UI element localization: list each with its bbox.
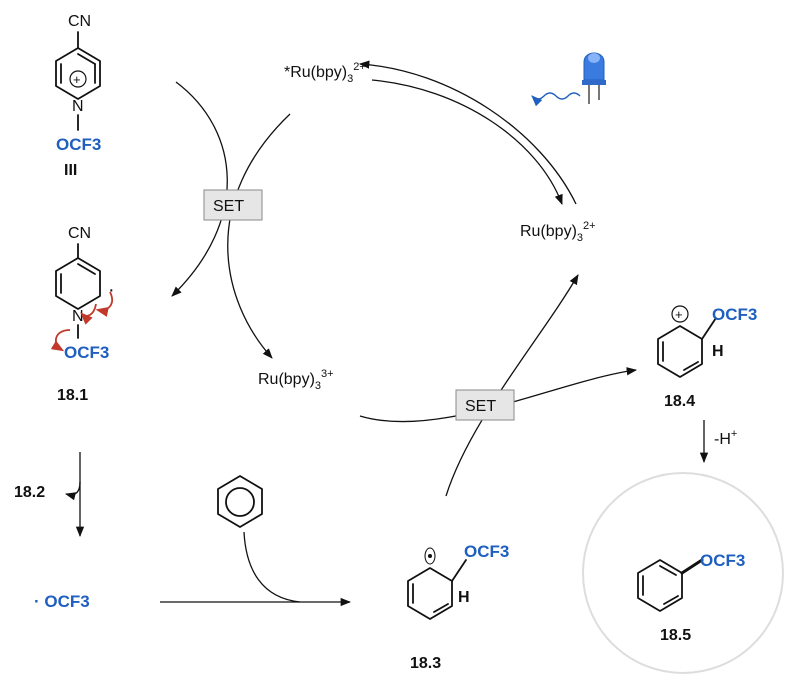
svg-text:*Ru(bpy)32+: *Ru(bpy)32+ <box>284 61 366 85</box>
label-18-3: 18.3 <box>410 655 441 672</box>
label-18-2: 18.2 <box>14 484 45 501</box>
ocf3-radical: · OCF3 <box>34 592 90 611</box>
electron-pushing-arrow-1 <box>95 291 113 317</box>
svg-text:Ru(bpy)32+: Ru(bpy)32+ <box>520 220 596 244</box>
label-18-1: 18.1 <box>57 387 88 404</box>
compound-18-1: CN N · OCF3 18.1 <box>50 225 115 404</box>
blue-led-icon <box>582 52 606 104</box>
label-18-5: 18.5 <box>660 627 691 644</box>
compound-18-3: OCF3 H 18.3 <box>407 542 509 672</box>
svg-text:-H+: -H+ <box>714 428 737 448</box>
deprotonation-step: -H+ <box>699 420 737 464</box>
positive-charge-III <box>69 70 87 88</box>
label-III: III <box>64 162 77 179</box>
cn-group-18-1: CN <box>68 225 91 242</box>
positive-charge-18-4 <box>671 305 689 323</box>
ocf3-substituent-18-3: OCF3 <box>464 542 509 561</box>
electron-pushing-arrow-3 <box>50 329 71 352</box>
product-18-5: OCF3 18.5 <box>582 472 784 674</box>
ocf3-substituent-18-5: OCF3 <box>700 551 745 570</box>
catalytic-cycle <box>171 60 638 497</box>
ocf3-substituent-18-4: OCF3 <box>712 305 757 324</box>
set-box-lower: SET <box>455 389 515 421</box>
svg-text:Ru(bpy)33+: Ru(bpy)33+ <box>258 368 334 392</box>
svg-text:+: + <box>675 307 683 322</box>
svg-text:N: N <box>72 308 84 325</box>
excited-catalyst: *Ru(bpy)32+ <box>284 61 366 85</box>
svg-text:H: H <box>712 343 724 360</box>
oxidized-catalyst: Ru(bpy)33+ <box>258 368 334 392</box>
electron-pushing-arrow-2 <box>80 303 97 325</box>
svg-text:SET: SET <box>213 198 244 215</box>
ocf3-substituent-18-1: OCF3 <box>64 343 109 362</box>
ocf3-substituent-III: OCF3 <box>56 135 101 154</box>
benzene-reagent <box>160 475 352 607</box>
ground-catalyst: Ru(bpy)32+ <box>520 220 596 244</box>
compound-III: CN + N OCF3 III <box>55 13 101 179</box>
cn-group-III: CN <box>68 13 91 30</box>
svg-text:SET: SET <box>465 398 496 415</box>
compound-18-4: + OCF3 H 18.4 <box>657 305 757 410</box>
svg-text:+: + <box>73 72 81 87</box>
svg-text:H: H <box>458 589 470 606</box>
svg-text:N: N <box>72 98 84 115</box>
fragmentation-step: 18.2 <box>14 452 85 538</box>
set-box-upper: SET <box>203 189 263 221</box>
label-18-4: 18.4 <box>664 393 695 410</box>
radical-dot-18-1: · <box>108 279 115 301</box>
